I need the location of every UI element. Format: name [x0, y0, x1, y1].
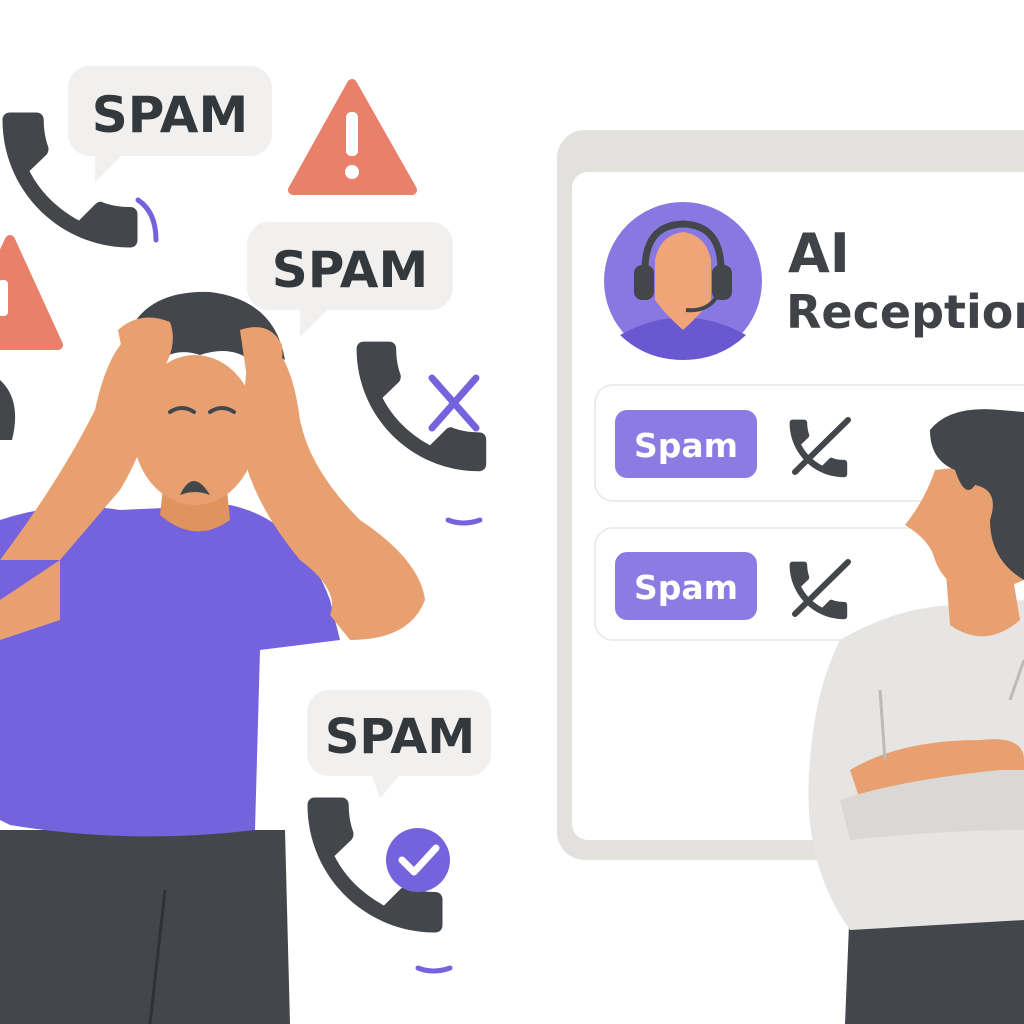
spam-bubble-2: SPAM — [247, 222, 453, 337]
panel-title-line2: Reception — [786, 285, 1024, 339]
partial-phone-icon — [0, 380, 16, 440]
spam-tag-label: Spam — [634, 426, 738, 465]
panel-title-line1: AI — [788, 222, 850, 285]
spam-tag — [615, 410, 757, 478]
phone-declined-icon — [356, 341, 487, 526]
call-blocked-icon — [789, 559, 851, 620]
spam-bubble-label: SPAM — [272, 241, 429, 299]
warning-icon — [288, 79, 417, 195]
phone-verified-icon — [307, 797, 453, 974]
spam-bubble-1: SPAM — [68, 66, 272, 182]
call-blocked-icon — [789, 417, 851, 478]
spam-bubble-label: SPAM — [92, 86, 249, 144]
calm-person — [808, 409, 1024, 1024]
stressed-person — [0, 291, 425, 1024]
spam-bubble-3: SPAM — [307, 690, 491, 798]
spam-tag — [615, 552, 757, 620]
receptionist-avatar — [604, 202, 762, 360]
spam-tag-label: Spam — [634, 568, 738, 607]
spam-bubble-label: SPAM — [325, 709, 475, 765]
warning-icon-partial — [0, 235, 63, 350]
vibration-mark — [135, 197, 159, 243]
